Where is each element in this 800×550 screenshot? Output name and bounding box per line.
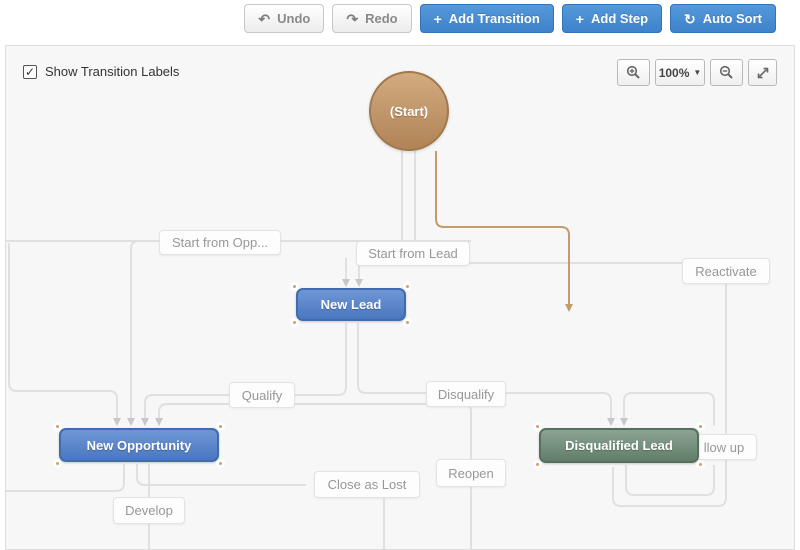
zoom-in-button[interactable] (617, 59, 650, 86)
chevron-down-icon: ▼ (693, 68, 702, 77)
plus-icon: + (575, 10, 584, 27)
transition-label-disqualify[interactable]: Disqualify (426, 381, 506, 407)
undo-label: Undo (277, 11, 311, 26)
top-toolbar: ↶ Undo ↷ Redo + Add Transition + Add Ste… (0, 0, 800, 40)
node-handle[interactable] (403, 282, 412, 291)
connector-start-from-opp (127, 240, 471, 426)
zoom-out-button[interactable] (710, 59, 743, 86)
redo-button[interactable]: ↷ Redo (332, 4, 412, 33)
step-node-new-lead[interactable]: New Lead (290, 282, 412, 327)
node-handle[interactable] (403, 318, 412, 327)
zoom-in-icon (626, 65, 640, 79)
plus-icon: + (433, 10, 442, 27)
refresh-icon: ↻ (684, 10, 696, 27)
node-handle[interactable] (696, 422, 705, 431)
transition-label-start-from-opp[interactable]: Start from Opp... (159, 230, 281, 255)
node-handle[interactable] (216, 422, 225, 431)
zoom-level-dropdown[interactable]: 100% ▼ (655, 59, 705, 86)
add-transition-button[interactable]: + Add Transition (419, 4, 554, 33)
undo-button[interactable]: ↶ Undo (244, 4, 325, 33)
node-handle[interactable] (533, 460, 542, 469)
transition-label-follow-up[interactable]: llow up (691, 434, 757, 460)
transition-label-develop[interactable]: Develop (113, 497, 185, 524)
node-handle[interactable] (696, 460, 705, 469)
step-node-new-opportunity[interactable]: New Opportunity (53, 422, 225, 468)
show-transition-labels-row: ✓ Show Transition Labels (23, 64, 179, 79)
connector-left-loop (8, 243, 121, 426)
redo-arrow-icon: ↷ (346, 10, 359, 27)
connector-left-exit (6, 464, 125, 492)
node-handle[interactable] (290, 318, 299, 327)
node-handle[interactable] (290, 282, 299, 291)
undo-arrow-icon: ↶ (258, 10, 271, 27)
redo-label: Redo (365, 11, 398, 26)
transition-label-reopen[interactable]: Reopen (436, 459, 506, 487)
zoom-level-value: 100% (658, 65, 690, 80)
step-node-disqualified-lead[interactable]: Disqualified Lead (533, 422, 705, 469)
fullscreen-button[interactable] (748, 59, 777, 86)
show-transition-labels-label: Show Transition Labels (45, 64, 180, 79)
add-step-label: Add Step (590, 11, 649, 26)
step-label: New Lead (320, 297, 382, 312)
zoom-out-icon (719, 65, 733, 79)
add-transition-label: Add Transition (448, 11, 540, 26)
transition-label-close-as-lost[interactable]: Close as Lost (314, 471, 420, 498)
node-handle[interactable] (216, 459, 225, 468)
connector-dangling-brown (435, 151, 573, 312)
node-handle[interactable] (53, 422, 62, 431)
transition-label-reactivate[interactable]: Reactivate (682, 258, 770, 284)
start-node[interactable]: (Start) (369, 71, 449, 151)
node-handle[interactable] (53, 459, 62, 468)
add-step-button[interactable]: + Add Step (561, 4, 663, 33)
connector-follow-up-loop (625, 465, 715, 496)
node-handle[interactable] (533, 422, 542, 431)
diagram-canvas[interactable]: ✓ Show Transition Labels 100% ▼ (5, 45, 795, 550)
auto-sort-button[interactable]: ↻ Auto Sort (670, 4, 776, 33)
step-label: New Opportunity (86, 437, 192, 453)
transition-label-qualify[interactable]: Qualify (229, 382, 295, 408)
step-label: Disqualified Lead (565, 438, 673, 453)
auto-sort-label: Auto Sort (702, 11, 762, 26)
zoom-controls: 100% ▼ (617, 59, 777, 86)
transition-label-start-from-lead[interactable]: Start from Lead (356, 241, 470, 266)
expand-arrows-icon (757, 67, 768, 78)
show-transition-labels-checkbox[interactable]: ✓ (23, 64, 37, 79)
